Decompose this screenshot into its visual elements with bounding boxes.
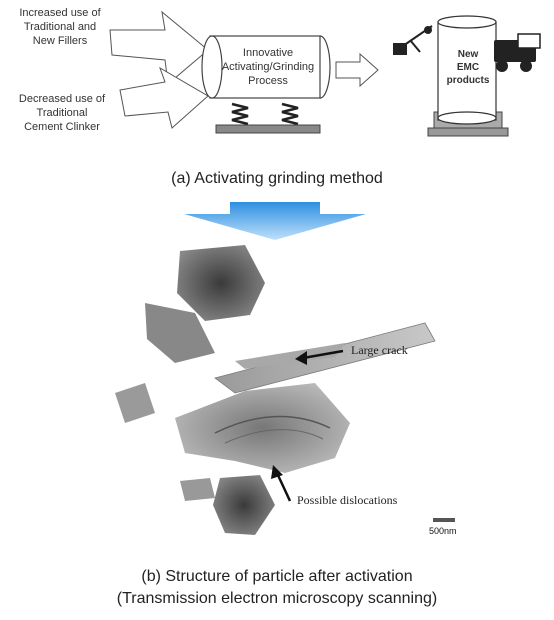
- caption-b-line: (b) Structure of particle after activati…: [141, 568, 413, 585]
- product-line: products: [446, 75, 490, 86]
- process-line: Activating/Grinding: [221, 61, 315, 73]
- process-line: Innovative: [242, 47, 294, 59]
- crane-icon: [393, 25, 433, 55]
- truck-icon: [494, 33, 541, 72]
- caption-b-line: (Transmission electron microscopy scanni…: [116, 590, 438, 607]
- scale-bar-label: 500nm: [429, 526, 457, 536]
- output-arrow: [335, 52, 379, 88]
- input-decrease-line: Traditional: [36, 107, 88, 119]
- label-possible-dislocations: Possible dislocations: [297, 493, 398, 507]
- particle-image: [115, 245, 455, 535]
- input-increase-line: Traditional and: [23, 21, 97, 33]
- drum-base: [215, 124, 321, 134]
- process-line: Process: [248, 75, 288, 87]
- product-line: New: [457, 49, 479, 60]
- down-chevron-icon: [184, 202, 366, 240]
- product-silo: [427, 15, 509, 137]
- label-large-crack: Large crack: [351, 343, 408, 357]
- caption-b: (b) Structure of particle after activati…: [0, 566, 554, 610]
- tem-micrograph: Large crack Possible dislocations 500nm: [85, 243, 503, 561]
- process-text: Innovative Activating/Grinding Process: [216, 46, 320, 88]
- input-increase-line: Increased use of: [19, 7, 101, 19]
- input-decrease-line: Cement Clinker: [24, 121, 100, 133]
- grinding-drum: [201, 35, 331, 99]
- process-diagram: [109, 10, 541, 137]
- left-spring: [231, 102, 249, 126]
- input-decrease-line: Decreased use of: [18, 93, 106, 105]
- caption-a: (a) Activating grinding method: [171, 170, 383, 187]
- product-line: EMC: [456, 62, 480, 73]
- input-decrease-text: Decreased use of Traditional Cement Clin…: [2, 92, 122, 134]
- right-spring: [281, 102, 299, 126]
- product-text: New EMC products: [440, 48, 496, 87]
- input-increase-line: New Fillers: [32, 35, 88, 47]
- input-increase-text: Increased use of Traditional and New Fil…: [0, 6, 120, 48]
- decrease-arrow: [119, 66, 209, 129]
- increase-arrow: [109, 10, 209, 85]
